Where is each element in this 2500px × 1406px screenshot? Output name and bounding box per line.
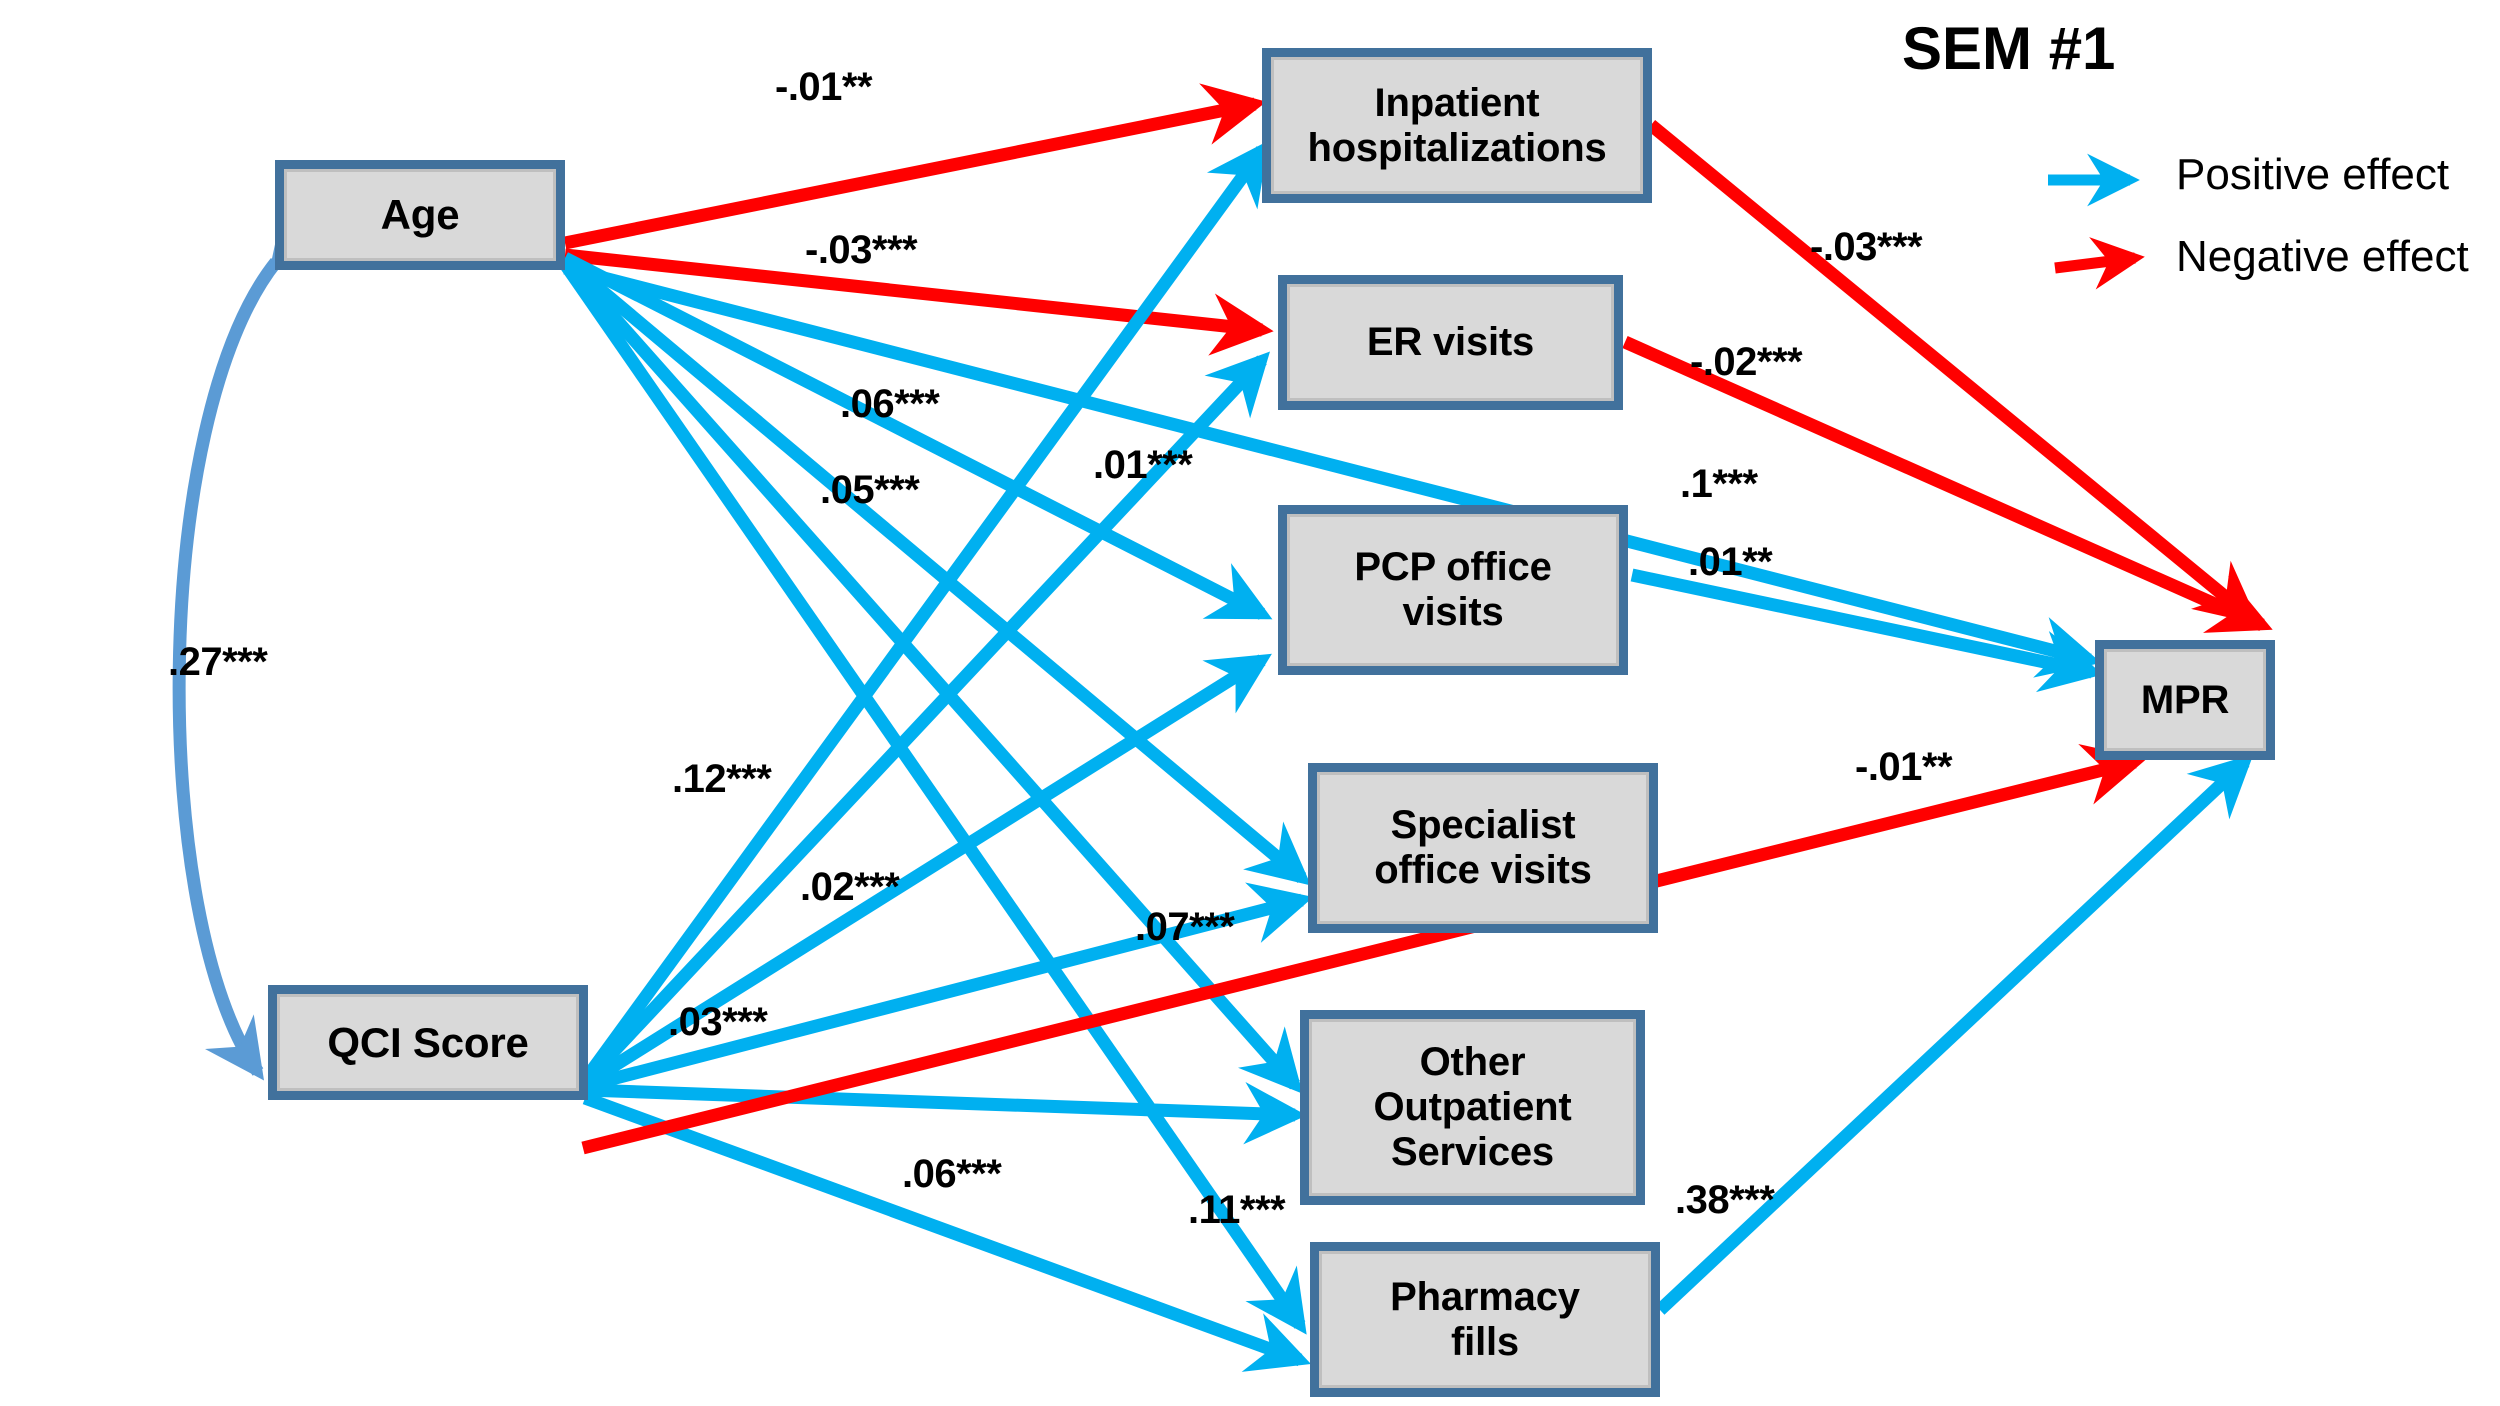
legend-positive-label: Positive effect bbox=[2176, 150, 2450, 199]
edge-age-pcp bbox=[562, 252, 1273, 620]
edge-qci-er bbox=[580, 351, 1271, 1087]
edge-er-mpr bbox=[1622, 336, 2273, 633]
edge-label-age-specialist: .05*** bbox=[820, 468, 920, 512]
edge-qci-pharmacy bbox=[582, 1091, 1311, 1372]
edge-inpatient-mpr bbox=[1646, 119, 2260, 625]
node-inpatient-label: Inpatient hospitalizations bbox=[1307, 80, 1607, 170]
edge-qci-other-outpatient bbox=[584, 1082, 1307, 1145]
edge-label-age-pharmacy: .12*** bbox=[672, 757, 772, 801]
edges-from-age bbox=[559, 83, 2102, 1335]
edge-label-age-inpatient: -.01** bbox=[775, 65, 873, 109]
edge-label-age-qci-correlation: .27*** bbox=[168, 640, 268, 684]
edge-label-qci-other-outpatient: .11*** bbox=[1188, 1188, 1286, 1232]
edge-label-age-other-outpatient: .01*** bbox=[1093, 443, 1193, 487]
node-pharmacy-fills[interactable]: Pharmacy fills bbox=[1310, 1242, 1660, 1397]
correlation-age-qci bbox=[172, 204, 331, 1081]
edge-pcp-mpr bbox=[1630, 568, 2104, 693]
node-age-label: Age bbox=[380, 191, 460, 239]
edge-qci-inpatient bbox=[579, 140, 1269, 1084]
edges-to-mpr bbox=[1622, 119, 2273, 1315]
legend-arrows bbox=[2048, 153, 2145, 290]
edge-label-age-er: -.03*** bbox=[805, 228, 918, 272]
node-qci-score[interactable]: QCI Score bbox=[268, 985, 588, 1100]
edge-label-pcp-mpr-b: .01** bbox=[1688, 540, 1773, 584]
edge-label-age-pcp: .06*** bbox=[840, 382, 940, 426]
node-inpatient-hospitalizations[interactable]: Inpatient hospitalizations bbox=[1262, 48, 1652, 203]
edge-age-other-outpatient bbox=[560, 257, 1303, 1094]
edge-label-qci-inpatient: .02*** bbox=[800, 865, 900, 909]
node-qci-label: QCI Score bbox=[327, 1018, 529, 1066]
legend-negative-arrow-icon bbox=[2054, 237, 2145, 290]
edge-age-pharmacy bbox=[559, 260, 1307, 1335]
edges-from-qci bbox=[579, 140, 2147, 1372]
node-mpr-label: MPR bbox=[2140, 677, 2230, 722]
node-er-label: ER visits bbox=[1366, 320, 1535, 365]
edge-age-specialist bbox=[560, 255, 1311, 886]
node-er-visits[interactable]: ER visits bbox=[1278, 275, 1623, 410]
edge-label-er-mpr: -.02*** bbox=[1690, 340, 1803, 384]
node-other-outpatient-label: Other Outpatient Services bbox=[1373, 1040, 1572, 1174]
node-age[interactable]: Age bbox=[275, 160, 565, 270]
edge-label-qci-er: .07*** bbox=[1135, 905, 1235, 949]
legend-negative-label: Negative effect bbox=[2176, 232, 2469, 281]
edge-qci-pcp bbox=[581, 653, 1272, 1090]
edge-label-inpatient-mpr: -.03*** bbox=[1810, 225, 1923, 269]
edge-qci-specialist bbox=[583, 882, 1314, 1093]
node-specialist-label: Specialist office visits bbox=[1374, 803, 1592, 892]
edge-age-inpatient bbox=[563, 83, 1267, 250]
edge-label-qci-specialist: .06*** bbox=[902, 1152, 1002, 1196]
edge-label-qci-mpr: -.01** bbox=[1855, 745, 1953, 789]
edge-label-qci-pcp: .03*** bbox=[668, 1000, 768, 1044]
edge-label-pcp-mpr-a: .1*** bbox=[1680, 462, 1758, 506]
node-pcp-label: PCP office visits bbox=[1354, 545, 1552, 634]
edge-pharmacy-mpr bbox=[1655, 754, 2254, 1315]
edge-qci-mpr bbox=[581, 743, 2147, 1155]
edge-age-mpr bbox=[563, 261, 2102, 678]
node-pharmacy-label: Pharmacy fills bbox=[1390, 1274, 1580, 1364]
node-pcp-office-visits[interactable]: PCP office visits bbox=[1278, 505, 1628, 675]
node-mpr[interactable]: MPR bbox=[2095, 640, 2275, 760]
node-other-outpatient-services[interactable]: Other Outpatient Services bbox=[1300, 1010, 1645, 1205]
node-specialist-office-visits[interactable]: Specialist office visits bbox=[1308, 763, 1658, 933]
diagram-title: SEM #1 bbox=[1902, 15, 2116, 82]
edge-label-pharmacy-mpr: .38*** bbox=[1675, 1178, 1775, 1222]
